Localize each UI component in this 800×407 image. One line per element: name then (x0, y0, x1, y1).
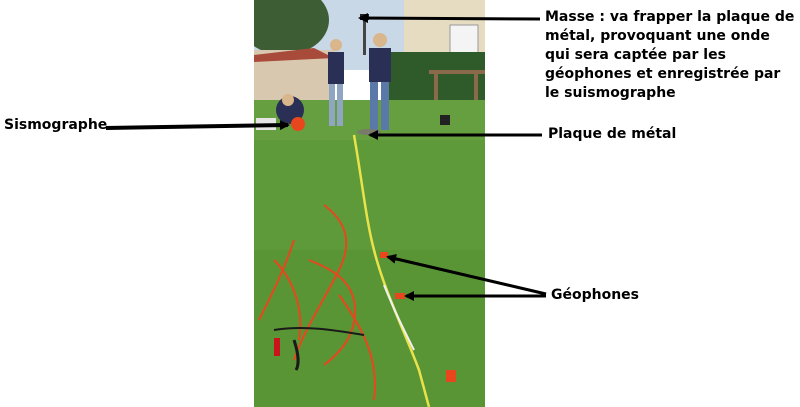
label-masse: Masse : va frapper la plaque de métal, p… (545, 9, 795, 101)
label-sismographe: Sismographe (4, 117, 108, 133)
label-plaque: Plaque de métal (548, 126, 677, 142)
field-photo (254, 0, 485, 407)
label-geophones: Géophones (551, 287, 640, 303)
